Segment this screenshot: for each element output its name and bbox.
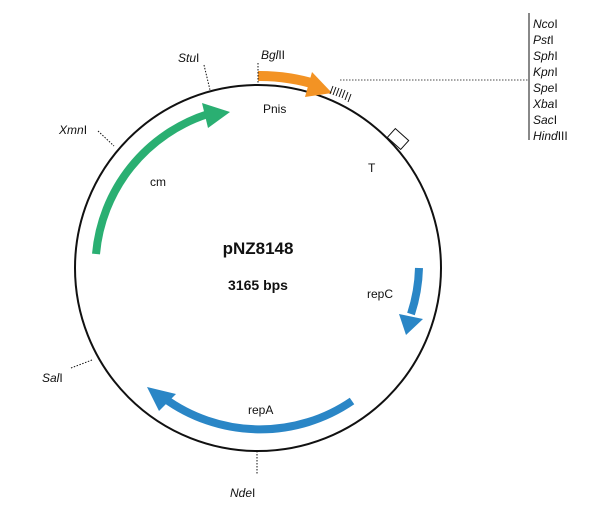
mcs-site-spe: SpeI <box>533 81 558 95</box>
mcs-site-sac: SacI <box>533 113 557 127</box>
cm-label: cm <box>150 175 166 189</box>
cm-arrow <box>92 110 210 255</box>
repc-arrow <box>407 267 423 316</box>
repc-arrowhead <box>399 314 423 335</box>
mcs-site-nco: NcoI <box>533 17 558 31</box>
mcs-list: NcoI PstI SphI KpnI SpeI XbaI SacI HindI… <box>532 17 568 143</box>
mcs-hatch <box>329 85 352 103</box>
sali-label: SalI <box>42 371 63 385</box>
repa-label: repA <box>248 403 273 417</box>
ndei-label: NdeI <box>230 486 255 500</box>
repa-arrow <box>161 394 355 434</box>
mcs-site-kpn: KpnI <box>533 65 558 79</box>
plasmid-backbone <box>74 84 442 452</box>
terminator-box <box>386 127 410 151</box>
cm-arrowhead <box>202 103 230 128</box>
terminator-label: T <box>368 161 376 175</box>
xmni-tick <box>97 130 115 147</box>
repc-label: repC <box>367 287 393 301</box>
xmni-label: XmnI <box>58 123 87 137</box>
stui-tick <box>203 64 211 91</box>
stui-label: StuI <box>178 51 199 65</box>
mcs-site-hind: HindIII <box>533 129 568 143</box>
plasmid-size: 3165 bps <box>228 277 288 293</box>
mcs-site-sph: SphI <box>533 49 558 63</box>
mcs-site-xba: XbaI <box>532 97 558 111</box>
plasmid-name: pNZ8148 <box>223 239 294 258</box>
pnis-arrowhead <box>305 72 332 97</box>
sali-tick <box>70 359 93 369</box>
repa-arrowhead <box>147 387 176 411</box>
pnis-label: Pnis <box>263 102 286 116</box>
mcs-site-pst: PstI <box>533 33 554 47</box>
bglii-label: BglII <box>261 48 285 62</box>
